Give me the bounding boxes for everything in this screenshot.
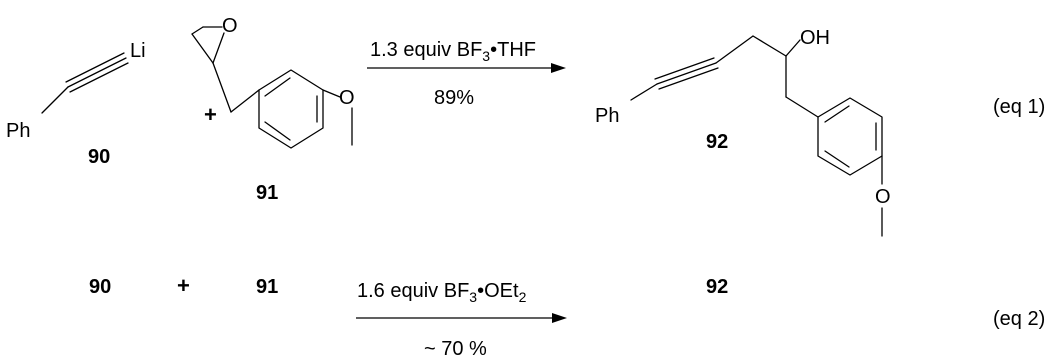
hydroxyl-label: OH <box>800 27 830 49</box>
triple-bond-lower <box>658 67 719 90</box>
reaction-arrow-eq2: 1.6 equiv BF3•OEt2 ~ 70 % <box>356 280 567 360</box>
triple-bond-upper <box>654 57 715 80</box>
conditions-eq1: 1.3 equiv BF3•THF <box>370 39 536 64</box>
ring-double-bond-3 <box>264 121 291 141</box>
plus-sign-eq1: + <box>204 102 217 127</box>
compound-number-90: 90 <box>88 146 110 168</box>
eq2-product-92: 92 <box>706 276 728 298</box>
bond-ph-alkyne <box>630 83 658 101</box>
phenyl-label: Ph <box>595 105 619 127</box>
epoxide-c-o-bond <box>191 26 204 35</box>
bond-ph-alkyne <box>41 86 69 114</box>
epoxide-cc-bond <box>191 33 214 64</box>
phenyl-label: Ph <box>6 120 30 142</box>
bond-ch2-ring <box>785 96 819 118</box>
bond-to-benzyl-ch2 <box>212 62 232 113</box>
reaction-arrow-eq1: 1.3 equiv BF3•THF 89% <box>367 39 566 109</box>
bond-propargylic-ch2 <box>715 35 754 64</box>
bond-ch2-ring <box>230 89 260 113</box>
methoxy-oxygen-label: O <box>339 87 355 109</box>
epoxide-c-o-bond-2 <box>212 32 225 64</box>
triple-bond-upper <box>65 52 125 83</box>
ring-double-bond-1 <box>264 77 291 97</box>
compound-number-92: 92 <box>706 131 728 153</box>
conditions-eq2: 1.6 equiv BF3•OEt2 <box>357 280 527 305</box>
bond-ring-o <box>322 89 341 98</box>
yield-eq1: 89% <box>434 87 474 109</box>
equation-tag-1: (eq 1) <box>993 96 1045 118</box>
yield-eq2: ~ 70 % <box>424 338 487 360</box>
bond-c-oh <box>785 39 801 57</box>
arrow-head-eq1 <box>551 63 566 73</box>
triple-bond-center <box>656 62 717 85</box>
triple-bond-center <box>67 57 127 88</box>
epoxide-oxygen-label: O <box>222 15 238 37</box>
ring-double-bond-3 <box>824 150 850 168</box>
equation-tag-2: (eq 2) <box>993 308 1045 330</box>
triple-bond-lower <box>69 62 129 93</box>
alkynyllithium-90: Li Ph 90 <box>6 40 146 168</box>
anisole-ring <box>258 69 324 149</box>
eq2-reactant-91: 91 <box>256 276 278 298</box>
eq2-reactant-90: 90 <box>89 276 111 298</box>
methoxy-oxygen-label: O <box>875 186 891 208</box>
compound-number-91: 91 <box>256 182 278 204</box>
bond-ch2-carbinol <box>752 35 787 57</box>
arrow-head-eq2 <box>552 313 567 323</box>
anisole-ring-product <box>817 97 883 176</box>
lithium-label: Li <box>130 40 146 62</box>
homopropargylic-alcohol-92: OH O Ph 92 <box>595 27 891 237</box>
ring-double-bond-1 <box>824 105 850 123</box>
plus-sign-eq2: + <box>177 273 190 298</box>
epoxide-91: O O 91 <box>191 15 355 204</box>
